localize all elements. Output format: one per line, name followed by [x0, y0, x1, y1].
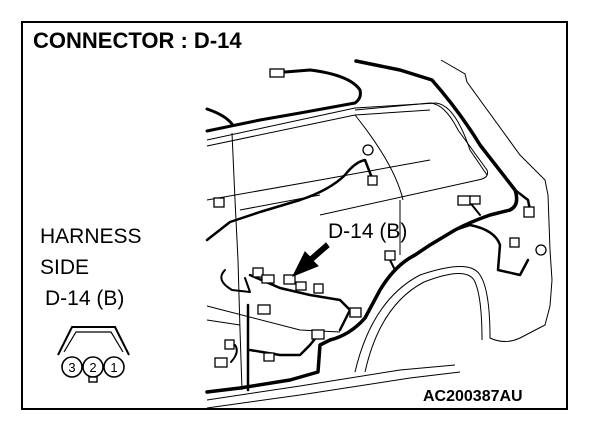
- wiring-harness: [205, 59, 532, 394]
- connector-block: [263, 352, 275, 362]
- connector-block: [469, 195, 481, 205]
- connector-block: [269, 68, 285, 78]
- harness-label-line3: D-14 (B): [45, 287, 125, 310]
- figure-code: AC200387AU: [423, 388, 523, 405]
- callout-label: D-14 (B): [328, 220, 408, 243]
- connector-block: [213, 197, 225, 208]
- harness-label-line2: SIDE: [40, 256, 90, 279]
- diagram-frame: [21, 21, 568, 410]
- harness-label-line1: HARNESS: [40, 225, 142, 248]
- connector-face-icon: [57, 326, 130, 383]
- connector-pin-3: [61, 356, 83, 378]
- connector-block: [349, 307, 362, 318]
- connector-block: [509, 237, 520, 248]
- connector-block: [384, 250, 396, 261]
- connector-block: [224, 339, 235, 350]
- connector-block: [457, 195, 471, 206]
- diagram-title: CONNECTOR : D-14: [33, 28, 242, 53]
- connector-block: [367, 175, 378, 186]
- connector-block: [252, 267, 264, 278]
- connector-block: [283, 274, 296, 285]
- connector-block: [214, 357, 228, 368]
- connector-block: [311, 329, 325, 340]
- harness-connectors: [213, 68, 547, 368]
- connector-block: [523, 206, 535, 218]
- connector-block: [535, 244, 547, 256]
- connector-block: [362, 144, 374, 156]
- connector-block: [295, 281, 307, 291]
- pin-number-2: 2: [89, 360, 96, 375]
- connector-pin-1: [103, 356, 125, 378]
- connector-block: [313, 283, 324, 294]
- connector-block: [257, 304, 271, 315]
- vehicle-body-outline: [206, 59, 553, 409]
- pin-number-3: 3: [68, 360, 75, 375]
- pin-number-1: 1: [110, 360, 117, 375]
- connector-block: [261, 274, 275, 284]
- callout-arrow-icon: [291, 242, 330, 277]
